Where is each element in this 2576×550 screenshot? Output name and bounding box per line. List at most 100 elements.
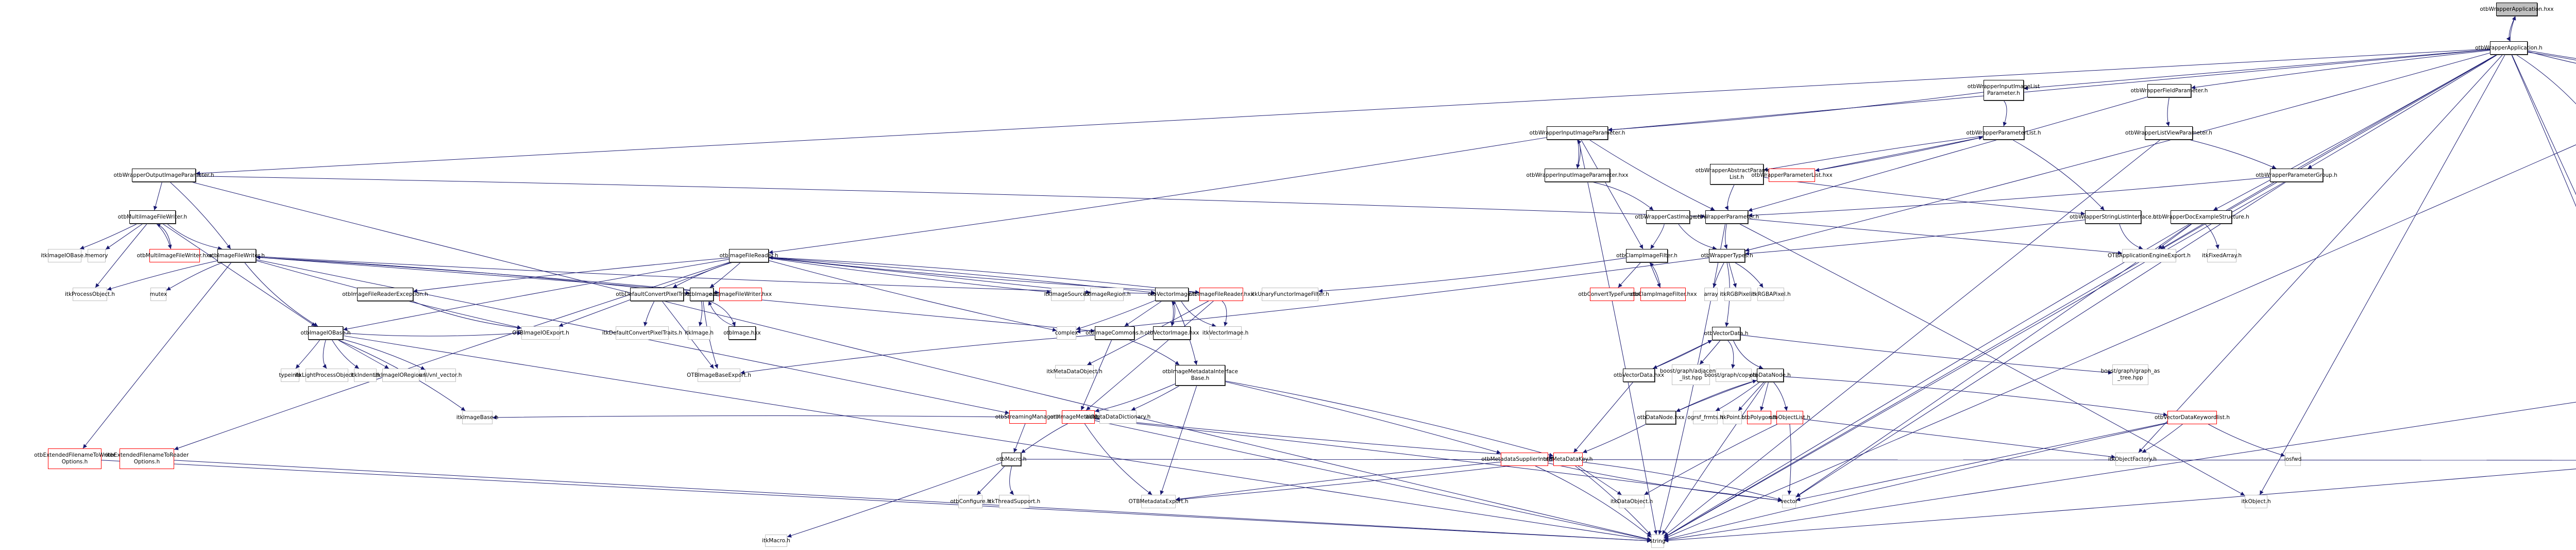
graph-node-castimage[interactable]: otbWrapperCastImage.h: [1635, 210, 1701, 224]
graph-node-metadataobject[interactable]: itkMetaDataObject.h: [1046, 365, 1103, 378]
graph-node-polygon[interactable]: otbPolygon.h: [1741, 411, 1777, 424]
graph-node-otbmacro[interactable]: otbMacro.h: [996, 453, 1026, 466]
graph-node-imgcommons[interactable]: otbImageCommons.h: [1086, 326, 1144, 340]
graph-node-indent[interactable]: itkIndent.h: [351, 369, 380, 382]
graph-node-stringlist[interactable]: otbWrapperStringListInterface.h: [2070, 210, 2157, 224]
graph-node-extwriter[interactable]: otbExtendedFilenameToWriter Options.h: [34, 448, 115, 469]
graph-node-docexample[interactable]: otbWrapperDocExampleStructure.h: [2153, 210, 2249, 224]
graph-node-itkmacro[interactable]: itkMacro.h: [762, 535, 790, 547]
edge-paramgroup-to-param: [1748, 177, 2270, 218]
graph-node-reader-hxx[interactable]: otbImageFileReader.hxx: [1189, 288, 1254, 301]
graph-node-array[interactable]: array: [1704, 288, 1718, 301]
graph-node-clamp[interactable]: otbClampImageFilter.h: [1616, 249, 1677, 262]
graph-node-defconvpix[interactable]: otbDefaultConvertPixelTraits.h: [616, 288, 698, 301]
graph-node-imi-base[interactable]: otbImageMetadataInterface Base.h: [1162, 365, 1238, 386]
graph-node-param[interactable]: otbWrapperParameter.h: [1694, 210, 1759, 224]
graph-node-app-hxx[interactable]: otbWrapperApplication.hxx: [2480, 3, 2554, 16]
graph-node-iosfwd[interactable]: iosfwd: [2284, 453, 2301, 466]
graph-node-convtypefunctor[interactable]: otbConvertTypeFunctor.h: [1578, 288, 1646, 301]
graph-node-threadsupport[interactable]: itkThreadSupport.h: [988, 495, 1040, 508]
graph-node-inimgparam[interactable]: otbWrapperInputImageParameter.h: [1530, 126, 1625, 140]
graph-node-itkpoint[interactable]: itkPoint.h: [1720, 411, 1745, 424]
graph-node-abstractparamlist[interactable]: otbWrapperAbstractParameter List.h: [1696, 164, 1778, 185]
graph-node-appengexport[interactable]: OTBApplicationEngineExport.h: [2108, 249, 2191, 262]
graph-node-itkimageiobase[interactable]: itkImageIOBase.h: [41, 249, 89, 262]
graph-node-app-h[interactable]: otbWrapperApplication.h: [2475, 41, 2543, 55]
graph-node-otbconfigure[interactable]: otbConfigure.h: [950, 495, 991, 508]
graph-node-rgbapixel[interactable]: itkRGBAPixel.h: [1751, 288, 1791, 301]
graph-node-ogrsf[interactable]: ogrsf_frmts.h: [1687, 411, 1723, 424]
edge-otbimageiobase-to-typeinfo: [295, 339, 320, 369]
graph-node-vector[interactable]: vector: [1781, 495, 1798, 508]
graph-node-datanode[interactable]: otbDataNode.h: [1750, 369, 1791, 382]
graph-node-mutex[interactable]: mutex: [150, 288, 167, 301]
graph-node-mdsupplier[interactable]: otbMetadataSupplierInterface.h: [1481, 453, 1568, 466]
graph-node-fixedarray[interactable]: itkFixedArray.h: [2202, 249, 2242, 262]
graph-node-memory[interactable]: memory: [86, 249, 108, 262]
graph-node-paramgroup[interactable]: otbWrapperParameterGroup.h: [2256, 169, 2337, 182]
graph-node-multiwriter-hxx[interactable]: otbMultiImageFileWriter.hxx: [137, 249, 212, 262]
graph-node-wtypes[interactable]: otbWrapperTypes.h: [1701, 249, 1753, 262]
graph-node-streaming[interactable]: otbStreamingManager.h: [995, 410, 1060, 424]
graph-node-paramlist-hxx[interactable]: otbWrapperParameterList.hxx: [1751, 169, 1833, 182]
graph-node-mddict[interactable]: itkMetaDataDictionary.h: [1086, 410, 1150, 424]
graph-node-vectorimage[interactable]: otbVectorImage.h: [1148, 288, 1196, 301]
graph-node-objectlist[interactable]: otbObjectList.h: [1769, 411, 1810, 424]
graph-node-objfactory[interactable]: itkObjectFactory.h: [2108, 453, 2157, 466]
graph-node-mdkey[interactable]: otbMetaDataKey.h: [1544, 453, 1592, 466]
graph-node-imgmetadata[interactable]: otbImageMetadata.h: [1050, 410, 1107, 424]
graph-node-paramlist[interactable]: otbWrapperParameterList.h: [1967, 126, 2041, 140]
edge-inimglist-to-inimgparam: [1607, 92, 1984, 132]
graph-node-outimgparam[interactable]: otbWrapperOutputImageParameter.h: [114, 169, 214, 182]
graph-node-imgwriter[interactable]: otbImageFileWriter.h: [209, 249, 265, 262]
graph-node-itkvectorimage[interactable]: itkVectorImage.h: [1202, 326, 1248, 340]
graph-node-writer-hxx[interactable]: otbImageFileWriter.hxx: [709, 288, 772, 301]
graph-node-inimgparam-hxx[interactable]: otbWrapperInputImageParameter.hxx: [1526, 169, 1629, 182]
graph-node-vectordata-hxx[interactable]: otbVectorData.hxx: [1614, 369, 1664, 382]
graph-node-string[interactable]: string: [1650, 535, 1666, 548]
edge-app_h-to-fieldparam: [2191, 50, 2490, 90]
graph-node-graphastree[interactable]: boost/graph/graph_as _tree.hpp: [2101, 364, 2160, 385]
graph-node-boostcopy[interactable]: boost/graph/copy.hpp: [1704, 369, 1763, 382]
graph-node-readerexc[interactable]: otbImageFileReaderException.h: [342, 288, 428, 301]
graph-node-vectorimage-hxx[interactable]: otbVectorImage.hxx: [1145, 326, 1199, 340]
graph-node-vdkeywordlist[interactable]: otbVectorDataKeywordlist.h: [2155, 411, 2230, 424]
graph-node-vectordata[interactable]: otbVectorData.h: [1704, 327, 1748, 340]
graph-node-extreader[interactable]: otbExtendedFilenameToReader Options.h: [105, 448, 189, 469]
graph-node-mdexport[interactable]: OTBMetadataExport.h: [1129, 495, 1188, 508]
graph-node-datanode-hxx[interactable]: otbDataNode.hxx: [1637, 411, 1685, 424]
graph-node-imgsource[interactable]: itkImageSource.h: [1044, 288, 1092, 301]
graph-node-imgreader[interactable]: otbImageFileReader.h: [720, 249, 778, 262]
graph-node-multiwriter[interactable]: otbMultiImageFileWriter.h: [118, 210, 187, 224]
graph-node-otbimageiobase[interactable]: otbImageIOBase.h: [301, 326, 351, 340]
graph-node-dataobject[interactable]: itkDataObject.h: [1611, 495, 1653, 508]
graph-node-vnlvector[interactable]: vnl/vnl_vector.h: [419, 369, 462, 382]
graph-node-unaryfunctor[interactable]: itkUnaryFunctorImageFilter.h: [1251, 288, 1329, 301]
graph-node-itkdefconvpix[interactable]: itkDefaultConvertPixelTraits.h: [602, 326, 682, 340]
edge-streaming-to-otbmacro: [1013, 423, 1026, 453]
graph-node-lightprocobj[interactable]: itkLightProcessObject.h: [295, 369, 359, 382]
graph-node-imgregion[interactable]: itkImageRegion.h: [1083, 288, 1130, 301]
graph-node-otbimage-hxx[interactable]: otbImage.hxx: [723, 326, 761, 340]
graph-node-imgbaseexport[interactable]: OTBImageBaseExport.h: [687, 369, 751, 382]
graph-node-listview[interactable]: otbWrapperListViewParameter.h: [2125, 126, 2212, 140]
edge-streaming-to-itkimagebase: [492, 415, 1010, 420]
graph-node-fieldparam[interactable]: otbWrapperFieldParameter.h: [2131, 84, 2208, 97]
edge-imgmetadata-to-mdexport: [1084, 423, 1153, 495]
graph-node-rgbpixel[interactable]: itkRGBPixel.h: [1720, 288, 1756, 301]
graph-node-inimglist[interactable]: otbWrapperInputImageList Parameter.h: [1968, 80, 2040, 101]
edge-imgreader-to-otbimage: [709, 262, 741, 288]
graph-node-itkimage[interactable]: itkImage.h: [685, 326, 714, 340]
graph-node-typeinfo[interactable]: typeinfo: [279, 369, 301, 382]
graph-node-imgioregion[interactable]: itkImageIORegion.h: [374, 369, 428, 382]
graph-node-itkobject[interactable]: itkObject.h: [2241, 495, 2271, 508]
graph-node-imgioexport[interactable]: OTBImageIOExport.h: [512, 326, 569, 340]
graph-node-adjacency[interactable]: boost/graph/adjacency _list.hpp: [1660, 364, 1722, 385]
graph-node-itkimagebase[interactable]: itkImageBase.h: [456, 411, 498, 424]
edge-objectlist-to-vector: [1787, 424, 1792, 495]
graph-node-complex[interactable]: complex: [1055, 326, 1078, 340]
edge-mdsupplier-to-vector: [1548, 462, 1783, 503]
graph-node-otbimage[interactable]: otbImage.h: [686, 288, 717, 301]
graph-node-processobj[interactable]: itkProcessObject.h: [65, 288, 115, 301]
graph-node-clamp-hxx[interactable]: otbClampImageFilter.hxx: [1629, 288, 1697, 301]
